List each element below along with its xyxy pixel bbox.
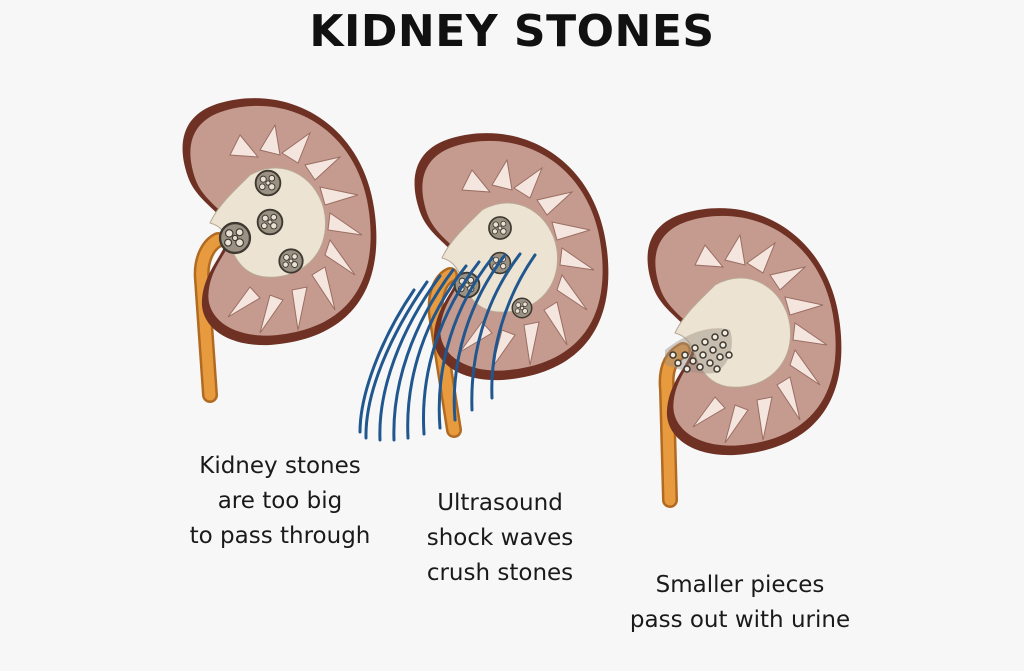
ultrasound-shock-waves bbox=[358, 252, 537, 442]
caption-step-2: Ultrasound shock waves crush stones bbox=[385, 486, 615, 591]
caption-line: crush stones bbox=[426, 560, 574, 586]
caption-step-3: Smaller pieces pass out with urine bbox=[595, 568, 885, 638]
caption-line: Ultrasound bbox=[437, 490, 563, 516]
kidney-3-small-fragments bbox=[648, 208, 842, 508]
caption-step-1: Kidney stones are too big to pass throug… bbox=[160, 449, 400, 554]
caption-line: shock waves bbox=[426, 525, 574, 551]
caption-line: are too big bbox=[217, 488, 343, 514]
caption-line: Kidney stones bbox=[199, 453, 361, 479]
caption-line: to pass through bbox=[189, 523, 371, 549]
page-title: KIDNEY STONES bbox=[309, 6, 715, 57]
caption-line: Smaller pieces bbox=[655, 572, 825, 598]
kidney-1-with-large-stones bbox=[183, 98, 377, 403]
caption-line: pass out with urine bbox=[629, 607, 851, 633]
